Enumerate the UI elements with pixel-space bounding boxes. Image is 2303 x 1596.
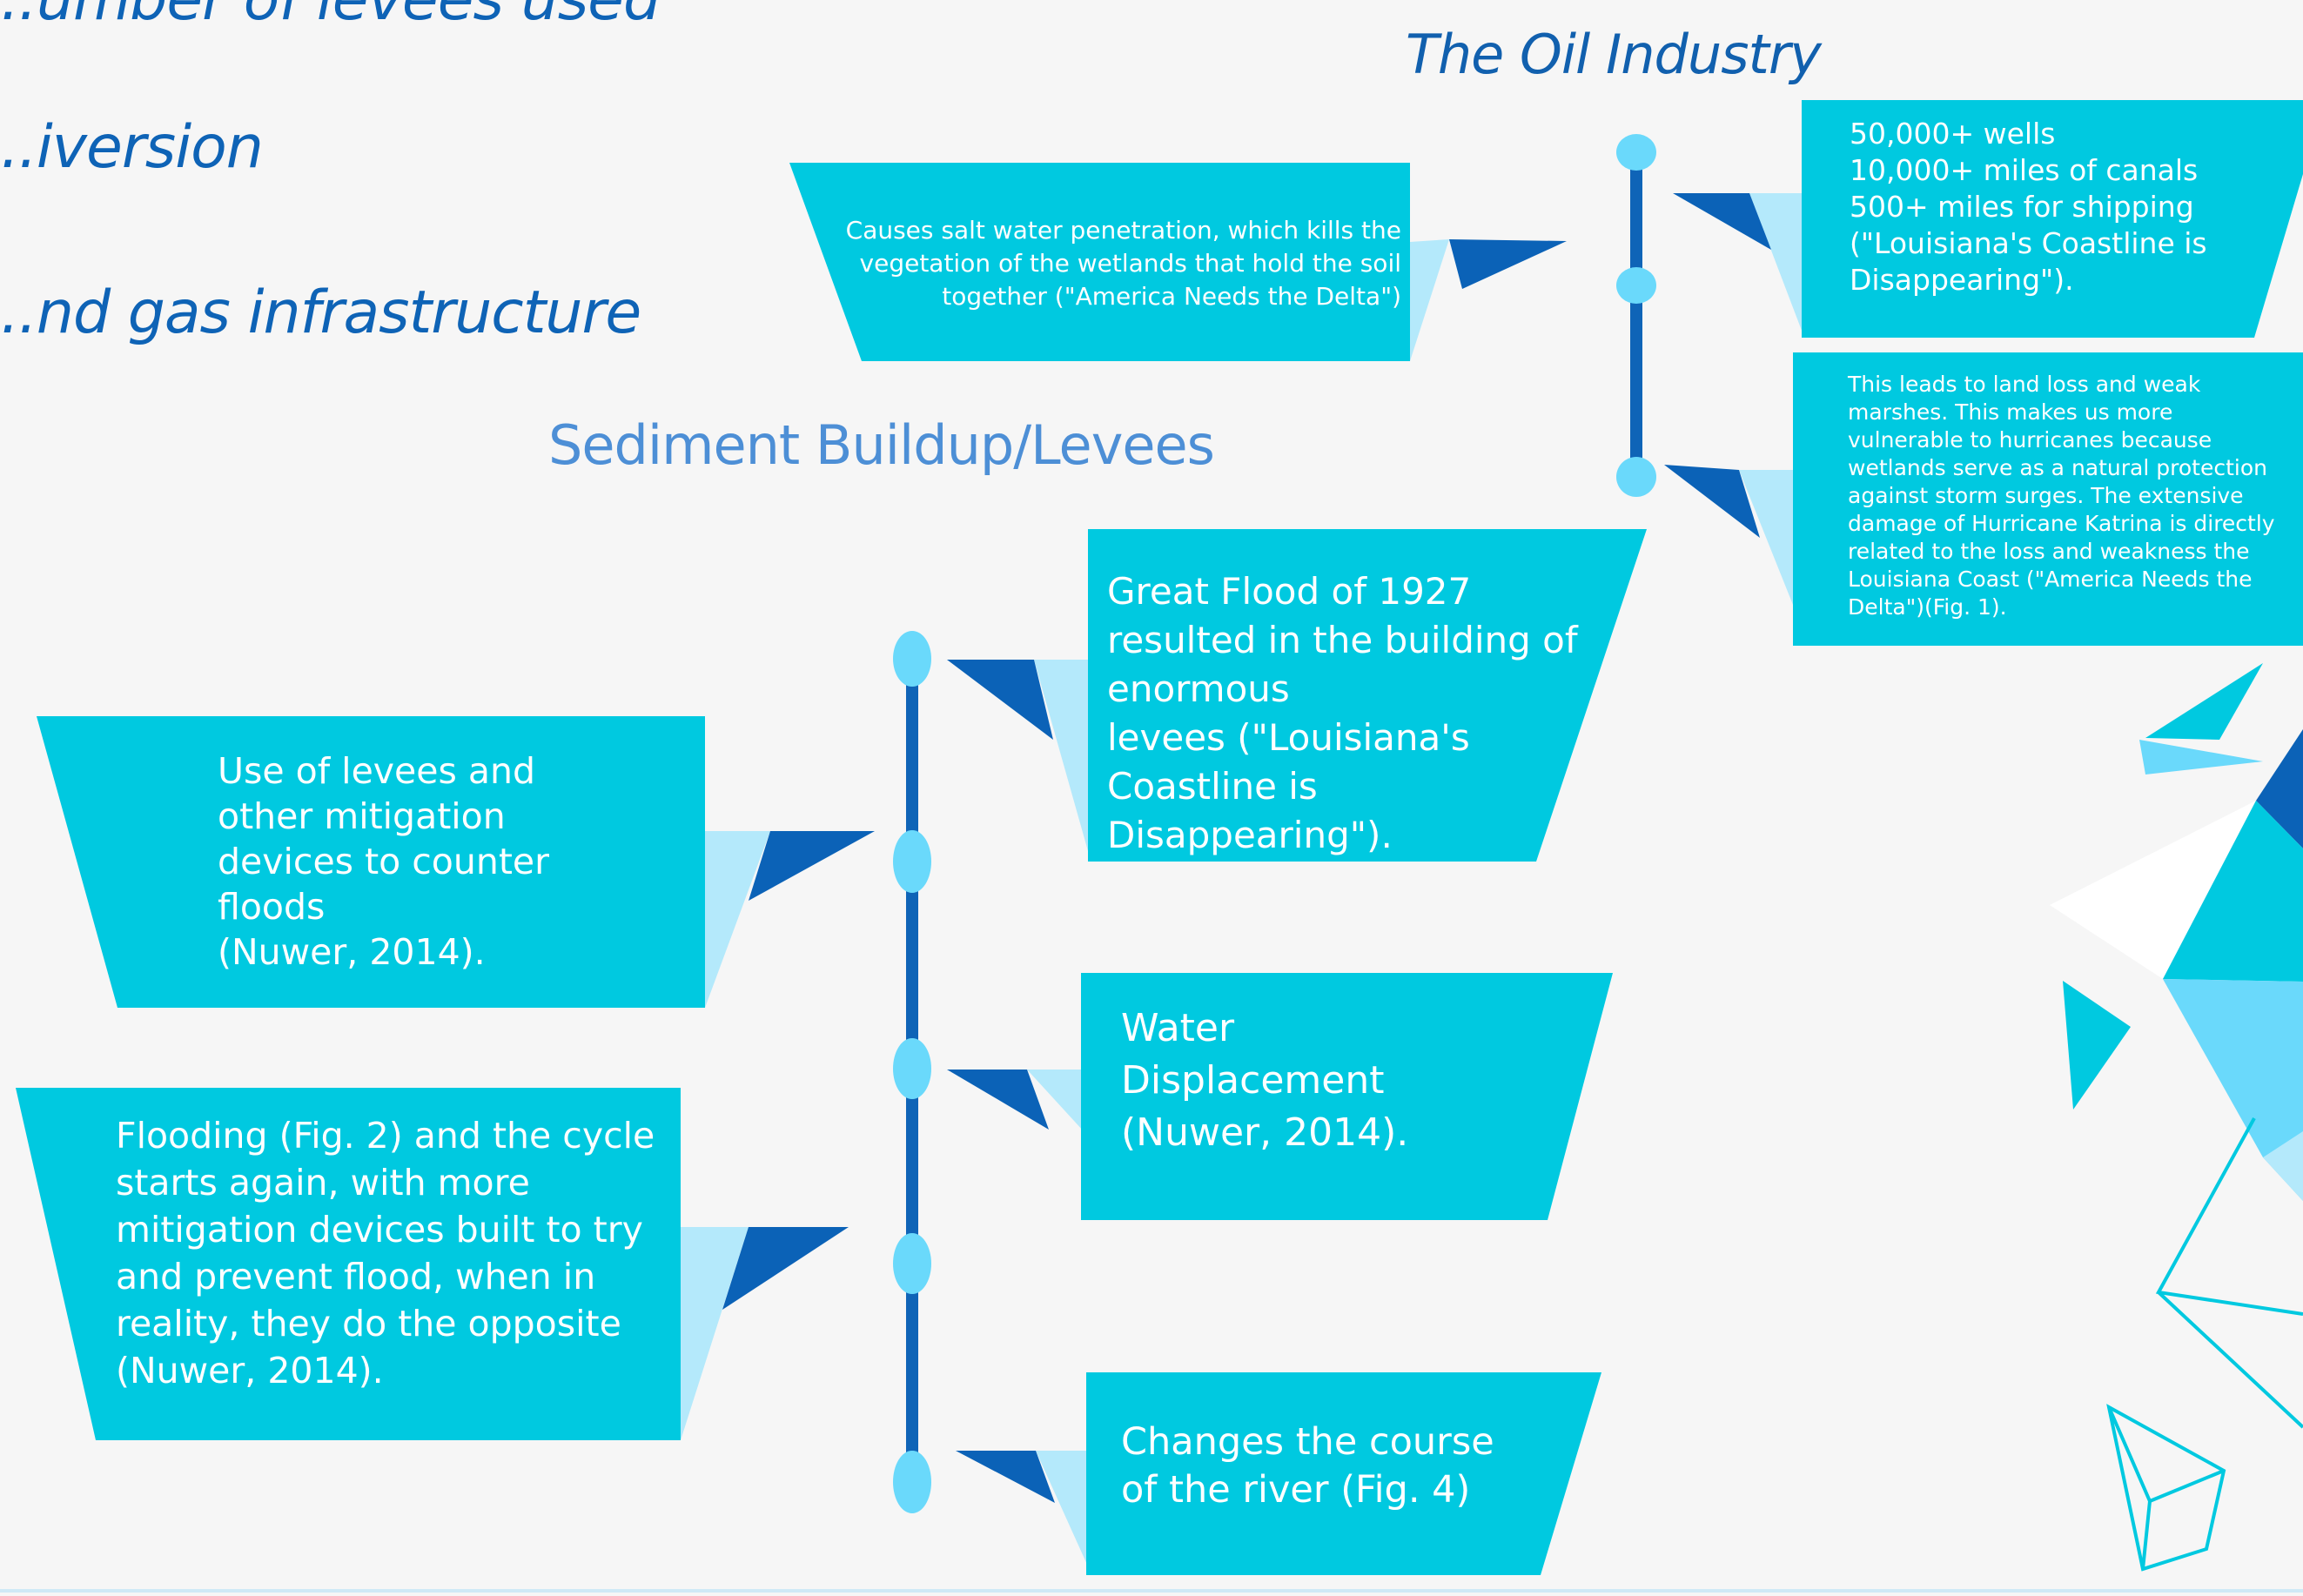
oil-timeline-node-1 <box>1616 134 1656 171</box>
oil-industry-title: The Oil Industry <box>1406 23 1822 86</box>
salt-water-box-shape <box>789 163 1567 361</box>
salt-water-text: Causes salt water penetration, which kil… <box>845 216 1401 311</box>
sediment-node-1 <box>893 631 931 687</box>
sediment-timeline <box>893 631 931 1513</box>
sediment-node-5 <box>893 1451 931 1513</box>
wells-box-shape <box>1673 100 2303 338</box>
water-displacement-box-shape <box>947 973 1613 1220</box>
bottom-divider <box>0 1589 2303 1593</box>
river-course-box-shape <box>956 1372 1601 1575</box>
oil-timeline-node-3 <box>1616 457 1656 497</box>
oil-timeline-bar <box>1630 152 1642 479</box>
great-flood-text: Great Flood of 1927 resulted in the buil… <box>1107 570 1578 856</box>
use-of-levees-box-shape <box>37 716 875 1008</box>
sediment-title: Sediment Buildup/Levees <box>548 413 1215 477</box>
sediment-node-4 <box>893 1233 931 1294</box>
land-loss-box-shape <box>1664 352 2303 646</box>
sediment-node-3 <box>893 1038 931 1099</box>
heading-oil-gas-infrastructure: ...nd gas infrastructure <box>0 278 641 347</box>
wells-text: 50,000+ wells 10,000+ miles of canals 50… <box>1850 117 2207 297</box>
decorative-triangles <box>2050 663 2303 1572</box>
oil-timeline-node-2 <box>1616 267 1656 304</box>
use-of-levees-text: Use of levees and other mitigation devic… <box>218 750 550 973</box>
heading-diversion: ...iversion <box>0 113 264 182</box>
flooding-text: Flooding (Fig. 2) and the cycle starts a… <box>116 1115 655 1391</box>
water-displacement-text: Water Displacement (Nuwer, 2014). <box>1121 1006 1409 1155</box>
oil-timeline <box>1616 134 1656 497</box>
heading-number-of-levees: ...umber of levees used <box>0 0 661 34</box>
flooding-box-shape <box>16 1088 849 1440</box>
river-course-text: Changes the course of the river (Fig. 4) <box>1121 1420 1494 1512</box>
land-loss-text: This leads to land loss and weak marshes… <box>1848 372 2275 620</box>
great-flood-box-shape <box>947 529 1647 862</box>
sediment-node-2 <box>893 830 931 893</box>
